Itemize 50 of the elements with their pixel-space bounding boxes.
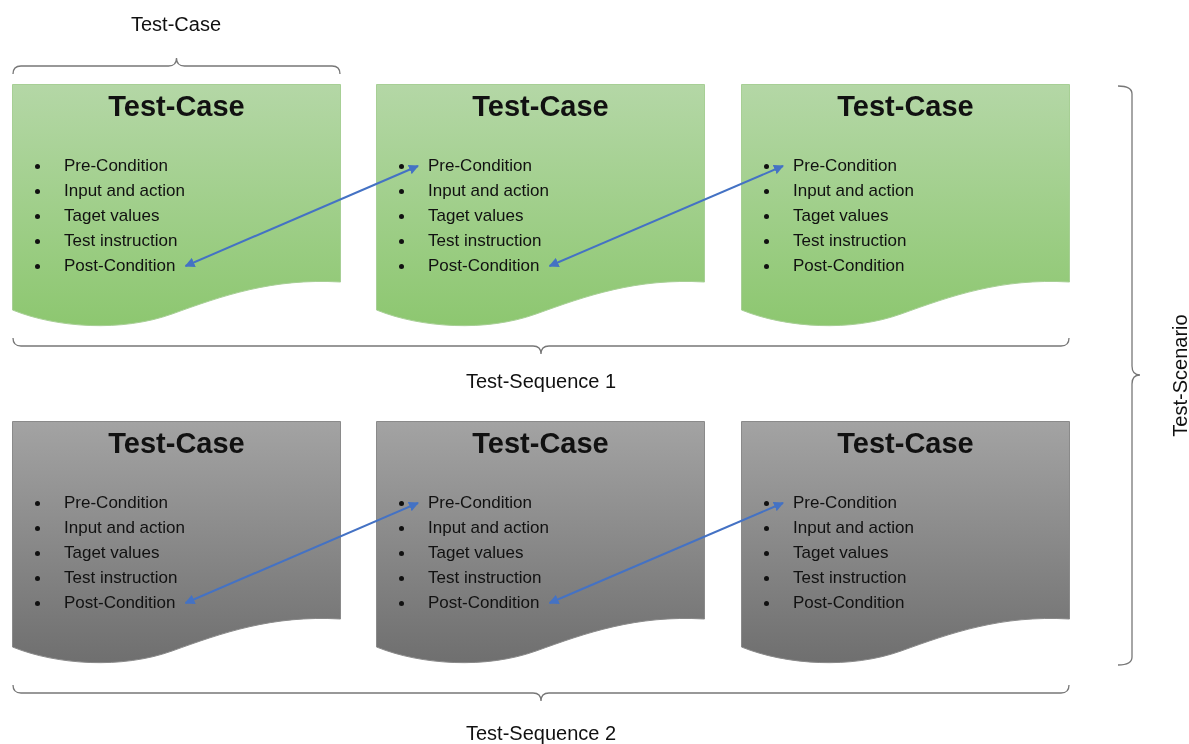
- heading: Test-Case: [836, 427, 975, 460]
- list-item: Test instruction: [418, 567, 552, 589]
- heading: Test-Case: [471, 427, 610, 460]
- list-item: Pre-Condition: [54, 492, 178, 514]
- list-item: Test instruction: [54, 567, 188, 589]
- list-item: Pre-Condition: [54, 155, 178, 177]
- bracket-label: Test-Case: [131, 12, 222, 36]
- document-shape: [376, 84, 705, 328]
- heading: Test-Case: [107, 90, 246, 123]
- list-item: Taget values: [783, 205, 899, 227]
- heading: Test-Case: [471, 90, 610, 123]
- double-arrow: [184, 164, 419, 268]
- list-item: Taget values: [54, 205, 170, 227]
- list-item: Pre-Condition: [418, 492, 542, 514]
- document-shape: [376, 421, 705, 665]
- list-item: Pre-Condition: [783, 155, 907, 177]
- list-item: Taget values: [783, 542, 899, 564]
- list-item: Post-Condition: [783, 592, 915, 614]
- bracket-label: Test-Sequence 1: [466, 369, 617, 393]
- list-item: Test instruction: [783, 567, 917, 589]
- list-item: Post-Condition: [54, 592, 186, 614]
- list-item: Taget values: [418, 542, 534, 564]
- double-arrow: [548, 501, 784, 605]
- heading: Test-Case: [107, 427, 246, 460]
- list-item: Test instruction: [54, 230, 188, 252]
- list-item: Input and action: [54, 180, 195, 202]
- list-item: Taget values: [54, 542, 170, 564]
- document-shape: [12, 84, 341, 328]
- list-item: Post-Condition: [54, 255, 186, 277]
- document-shape: [12, 421, 341, 665]
- list-item: Input and action: [783, 180, 924, 202]
- list-item: Input and action: [418, 180, 559, 202]
- list-item: Pre-Condition: [783, 492, 907, 514]
- double-arrow: [548, 164, 784, 268]
- bracket-label: Test-Sequence 2: [466, 721, 617, 744]
- list-item: Post-Condition: [783, 255, 915, 277]
- list-item: Input and action: [783, 517, 924, 539]
- list-item: Pre-Condition: [418, 155, 542, 177]
- document-shape: [741, 84, 1070, 328]
- document-shape: [741, 421, 1070, 665]
- list-item: Input and action: [54, 517, 195, 539]
- list-item: Test instruction: [418, 230, 552, 252]
- list-item: Post-Condition: [418, 592, 550, 614]
- double-arrow: [184, 501, 419, 605]
- bracket-label: Test-Scenario: [1168, 313, 1189, 437]
- list-item: Taget values: [418, 205, 534, 227]
- heading: Test-Case: [836, 90, 975, 123]
- list-item: Test instruction: [783, 230, 917, 252]
- list-item: Input and action: [418, 517, 559, 539]
- list-item: Post-Condition: [418, 255, 550, 277]
